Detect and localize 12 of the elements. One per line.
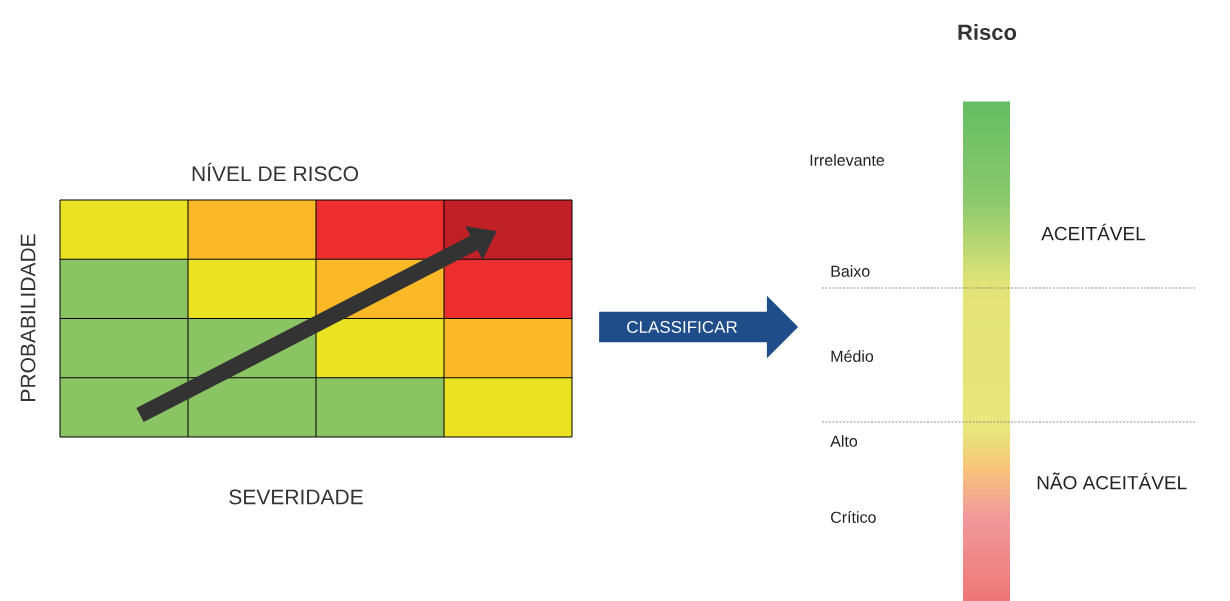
arrow-box: CLASSIFICAR bbox=[599, 295, 799, 359]
zone-label: ACEITÁVEL bbox=[1041, 223, 1146, 241]
level-label: Médio bbox=[831, 350, 874, 362]
axis-title: NÍVEL DE RISCO bbox=[192, 162, 358, 182]
scale-title: Risco bbox=[958, 23, 1017, 41]
axis-label: SEVERIDADE bbox=[229, 489, 363, 505]
axis-label: PROBABILIDADE bbox=[20, 234, 36, 401]
level-label: Alto bbox=[830, 435, 858, 447]
level-label: Baixo bbox=[831, 265, 870, 277]
level-label: Crítico bbox=[831, 511, 876, 523]
level-label: Irrelevante bbox=[810, 154, 885, 166]
zone-label: NÃO ACEITÁVEL bbox=[1037, 472, 1187, 490]
